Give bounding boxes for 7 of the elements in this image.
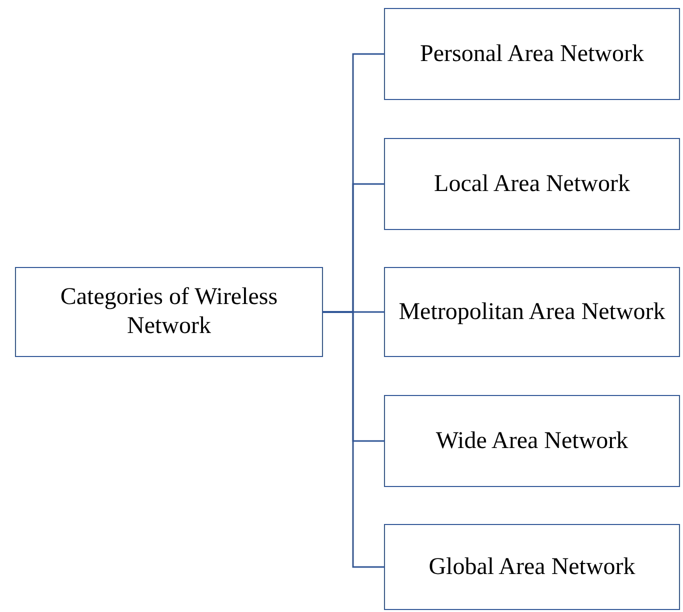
connector-line <box>323 311 384 568</box>
category-box: Global Area Network <box>384 524 680 610</box>
category-box: Wide Area Network <box>384 395 680 487</box>
category-box: Local Area Network <box>384 138 680 230</box>
category-box: Personal Area Network <box>384 8 680 100</box>
category-box: Metropolitan Area Network <box>384 267 680 357</box>
category-box: Categories of Wireless Network <box>15 267 323 357</box>
